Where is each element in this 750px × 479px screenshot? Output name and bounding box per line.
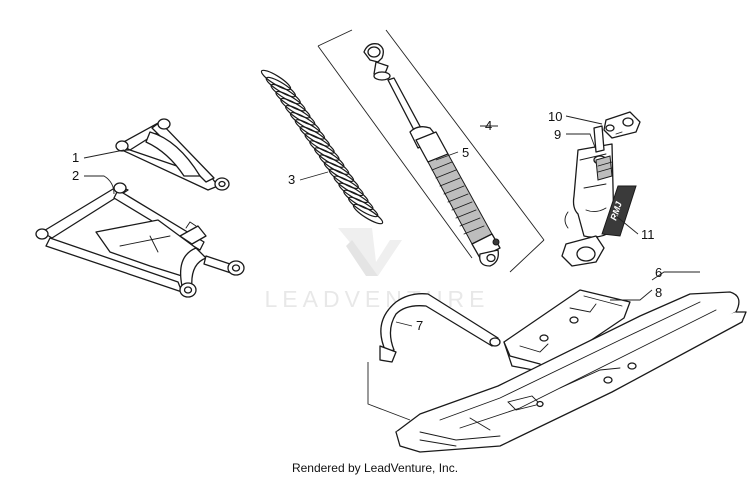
ski-spindle — [561, 125, 615, 267]
callout-labels: 1 2 3 4 5 6 7 8 9 10 11 — [72, 109, 662, 333]
callout-5: 5 — [462, 145, 469, 160]
coil-spring — [260, 69, 384, 225]
callout-1: 1 — [72, 150, 79, 165]
watermark-logo-icon — [338, 228, 402, 276]
callout-11: 11 — [641, 227, 655, 242]
callout-6: 6 — [655, 265, 662, 280]
callout-8: 8 — [655, 285, 662, 300]
callout-4: 4 — [485, 118, 492, 133]
footer-credit: Rendered by LeadVenture, Inc. — [291, 461, 459, 475]
callout-2: 2 — [72, 168, 79, 183]
upper-a-arm — [115, 118, 230, 191]
callout-10: 10 — [548, 109, 562, 124]
lower-a-arm — [35, 182, 245, 298]
steering-arm — [603, 111, 641, 139]
watermark: LEADVENTURE — [265, 228, 490, 312]
shock-assembly-bracket-line — [317, 29, 545, 273]
ski — [395, 291, 747, 453]
shock-absorber — [363, 43, 501, 267]
callout-9: 9 — [554, 127, 561, 142]
callout-3: 3 — [288, 172, 295, 187]
rmj-decal: RMJ — [601, 185, 637, 237]
ski-loop — [379, 293, 501, 363]
leader-lines — [83, 115, 700, 421]
callout-7: 7 — [416, 318, 423, 333]
watermark-text: LEADVENTURE — [265, 286, 490, 312]
ski-saddle — [503, 289, 631, 373]
spring-coil — [352, 203, 384, 225]
